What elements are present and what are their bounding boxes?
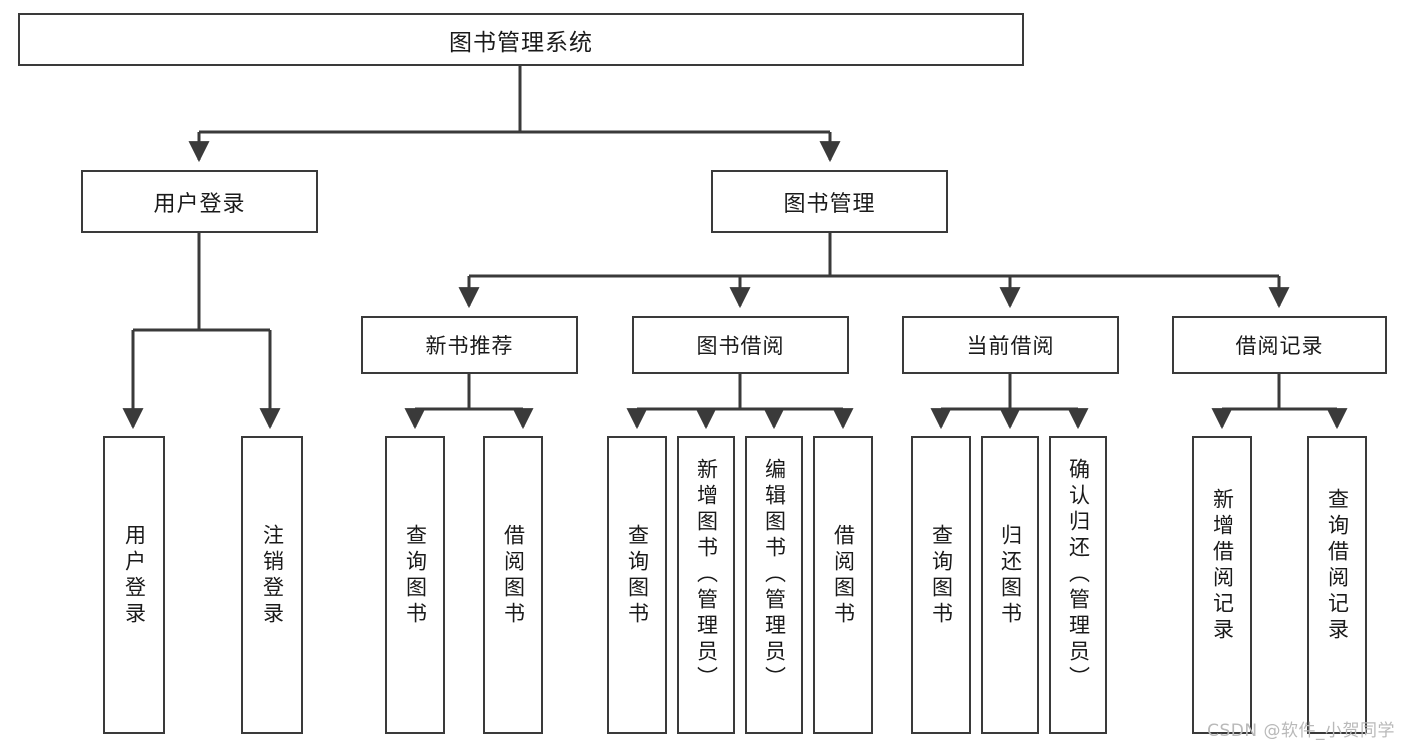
leaf-user-login[interactable]: 用户登录	[103, 436, 165, 734]
node-root-system[interactable]: 图书管理系统	[18, 13, 1024, 66]
leaf-borrow-book[interactable]: 借阅图书	[813, 436, 873, 734]
leaf-confirm-return-admin[interactable]: 确认归还（管理员）	[1049, 436, 1107, 734]
leaf-borrow-book-recommend[interactable]: 借阅图书	[483, 436, 543, 734]
leaf-label: 查询图书	[403, 524, 428, 628]
leaf-label: 借阅图书	[831, 524, 856, 628]
leaf-add-borrow-record[interactable]: 新增借阅记录	[1192, 436, 1252, 734]
leaf-query-book-current[interactable]: 查询图书	[911, 436, 971, 734]
leaf-edit-book-admin[interactable]: 编辑图书（管理员）	[745, 436, 803, 734]
leaf-query-book-recommend[interactable]: 查询图书	[385, 436, 445, 734]
leaf-label: 查询图书	[625, 524, 650, 628]
node-user-login[interactable]: 用户登录	[81, 170, 318, 233]
leaf-label: 借阅图书	[501, 524, 526, 628]
csdn-watermark: CSDN @软件_小贺同学	[1207, 721, 1395, 741]
leaf-return-book[interactable]: 归还图书	[981, 436, 1039, 734]
leaf-label: 查询图书	[929, 524, 954, 628]
leaf-label: 编辑图书（管理员）	[762, 458, 787, 692]
leaf-label: 归还图书	[998, 524, 1023, 628]
node-current-borrow[interactable]: 当前借阅	[902, 316, 1119, 374]
leaf-query-borrow-record[interactable]: 查询借阅记录	[1307, 436, 1367, 734]
leaf-logout[interactable]: 注销登录	[241, 436, 303, 734]
node-new-book-recommend[interactable]: 新书推荐	[361, 316, 578, 374]
leaf-label: 确认归还（管理员）	[1066, 458, 1091, 692]
leaf-label: 注销登录	[260, 524, 285, 628]
leaf-add-book-admin[interactable]: 新增图书（管理员）	[677, 436, 735, 734]
leaf-label: 新增图书（管理员）	[694, 458, 719, 692]
node-borrow-record[interactable]: 借阅记录	[1172, 316, 1387, 374]
leaf-label: 新增借阅记录	[1210, 488, 1235, 644]
leaf-label: 用户登录	[122, 524, 147, 628]
node-book-management[interactable]: 图书管理	[711, 170, 948, 233]
leaf-label: 查询借阅记录	[1325, 488, 1350, 644]
leaf-query-book-borrow[interactable]: 查询图书	[607, 436, 667, 734]
node-book-borrow[interactable]: 图书借阅	[632, 316, 849, 374]
